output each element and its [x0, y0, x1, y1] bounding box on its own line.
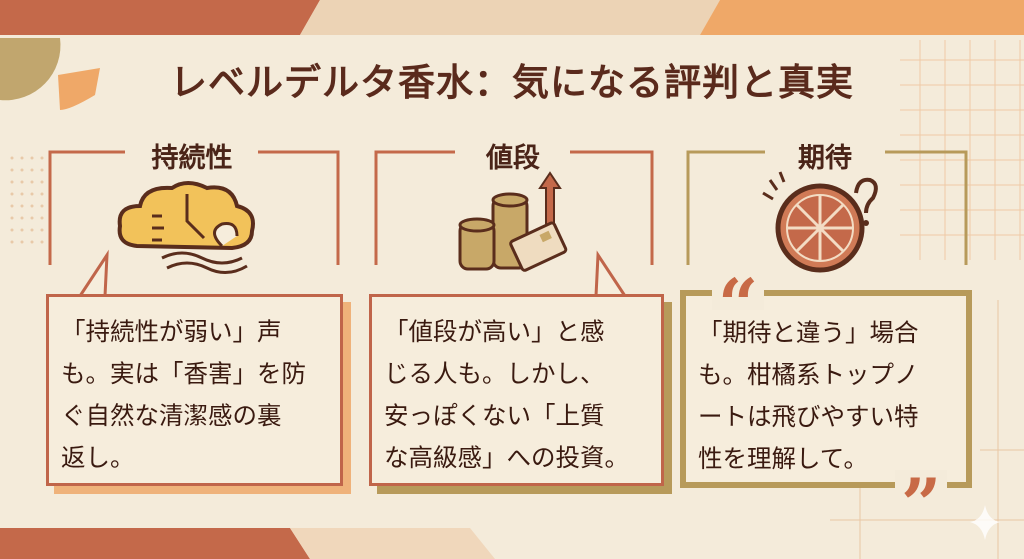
text-line: ぐ自然な清潔感の裏 [61, 401, 282, 430]
heading-expectation: 期待 [798, 143, 852, 174]
cloud-clock-wind-icon [117, 181, 255, 274]
text-line: 「値段が高い」と感 [384, 317, 605, 346]
citrus-question-icon [762, 171, 878, 273]
expectation-text-box: 「期待と違う」場合 も。柑橘系トップノ ートは飛びやすい特 性を理解して。 [680, 290, 972, 488]
text-line: じる人も。しかし、 [384, 359, 605, 388]
sparkle-icon [970, 505, 1000, 540]
text-line: も。実は「香害」を防 [61, 359, 306, 388]
dot-pattern [10, 156, 44, 244]
text-line: 「持続性が弱い」声 [61, 317, 282, 346]
text-line: 返し。 [61, 443, 135, 472]
text-line: 「期待と違う」場合 [698, 318, 919, 347]
text-line: ートは飛びやすい特 [698, 402, 919, 431]
longevity-text-box: 「持続性が弱い」声 も。実は「香害」を防 ぐ自然な清潔感の裏 返し。 [46, 294, 343, 486]
heading-longevity: 持続性 [151, 143, 233, 174]
text-line: な高級感」への投資。 [384, 443, 629, 472]
page-title: レベルデルタ香水：気になる評判と真実 [170, 61, 854, 104]
price-text-box: 「値段が高い」と感 じる人も。しかし、 安っぽくない「上質 な高級感」への投資。 [369, 294, 664, 486]
close-quote-icon: ” [895, 470, 948, 540]
open-quote-icon: “ [712, 270, 765, 310]
heading-price: 値段 [486, 143, 540, 174]
text-line: 安っぽくない「上質 [384, 401, 605, 430]
text-line: も。柑橘系トップノ [698, 360, 919, 389]
grid-decoration [830, 40, 1024, 559]
panel-frames [48, 150, 968, 265]
text-line: 性を理解して。 [698, 444, 869, 473]
coins-card-arrow-icon [458, 171, 568, 272]
